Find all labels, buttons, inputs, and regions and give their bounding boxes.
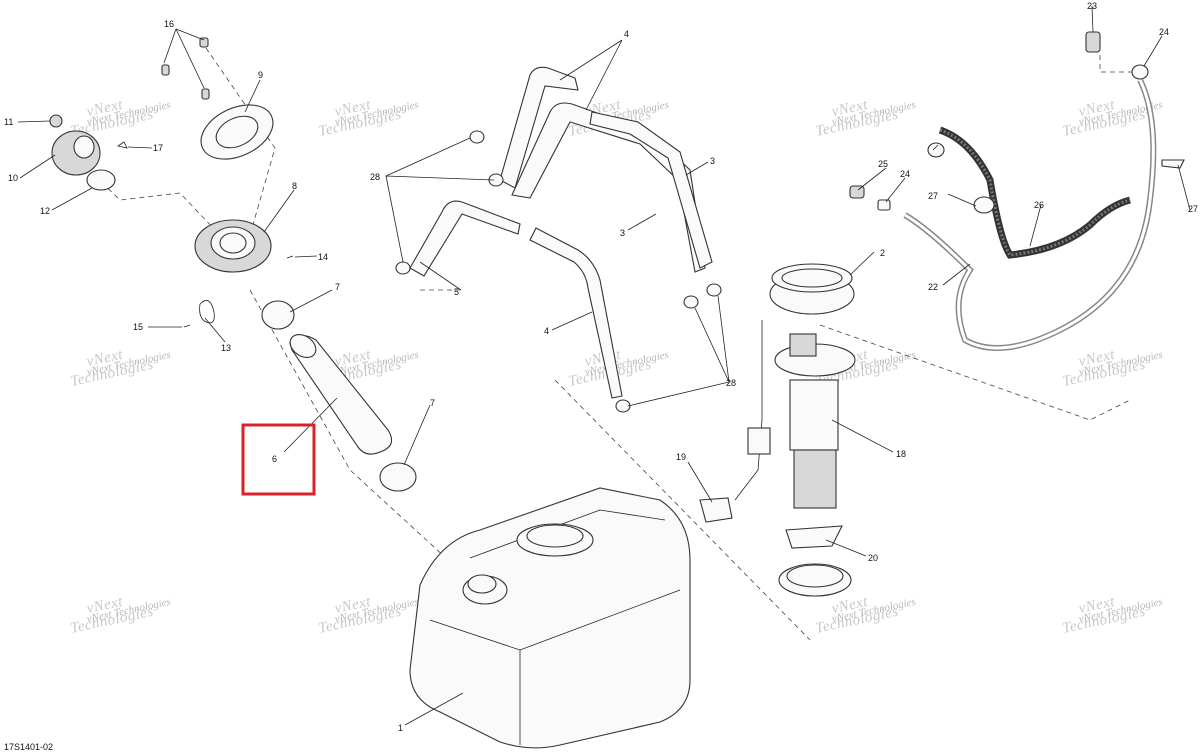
callout-label[interactable]: 20 [868, 553, 878, 563]
strap-part[interactable] [409, 200, 521, 277]
fuel-level-sensor-part[interactable] [699, 497, 733, 523]
o-ring-part[interactable] [86, 169, 116, 191]
callout-label[interactable]: 5 [454, 287, 459, 297]
callout-label[interactable]: 1 [398, 723, 403, 733]
watermark: vNext Technologies vNext Technologies [69, 347, 172, 390]
strap-clip-part[interactable] [706, 283, 722, 297]
callout-label[interactable]: 12 [40, 206, 50, 216]
watermark-text: vNext [85, 594, 124, 617]
fastener-part[interactable] [183, 324, 191, 328]
strap-part[interactable] [499, 66, 579, 189]
vent-hose-part[interactable] [904, 79, 1155, 350]
strap-part[interactable] [529, 227, 623, 399]
fuel-pump-assembly [699, 263, 856, 597]
strap-clip-part[interactable] [469, 130, 485, 144]
callout-label[interactable]: 24 [900, 169, 910, 179]
fuel-filler-assembly [49, 37, 417, 492]
leader-lines [17, 5, 1191, 726]
callout-label[interactable]: 17 [153, 143, 163, 153]
callout-label[interactable]: 27 [928, 191, 938, 201]
corrugated-hose-part[interactable] [939, 128, 1131, 257]
callout-label[interactable]: 28 [726, 378, 736, 388]
callout-label[interactable]: 10 [8, 173, 18, 183]
hose-clamp-part[interactable] [927, 142, 945, 158]
vent-hose-assembly [849, 31, 1185, 351]
watermark-text: vNext [333, 347, 372, 370]
fastener-part[interactable] [286, 255, 294, 259]
pump-seal-ring-part[interactable] [778, 563, 852, 597]
watermark: vNext Technologies vNext Technologies [814, 97, 917, 140]
callout-label[interactable]: 13 [221, 343, 231, 353]
watermark-text: vNext [1077, 347, 1116, 370]
check-valve-part[interactable] [1085, 31, 1101, 53]
callout-label[interactable]: 23 [1087, 1, 1097, 11]
strap-clip-part[interactable] [615, 399, 631, 413]
pump-gasket-part[interactable] [785, 525, 843, 549]
strap-clip-part[interactable] [395, 261, 411, 275]
fuel-tank-part[interactable] [409, 487, 691, 749]
flange-ring-part[interactable] [192, 94, 281, 170]
watermark-text: vNext [830, 594, 869, 617]
callout-label[interactable]: 8 [292, 181, 297, 191]
callout-label[interactable]: 7 [335, 282, 340, 292]
callout-label[interactable]: 4 [624, 29, 629, 39]
watermark-text: vNext [85, 97, 124, 120]
clip-part[interactable] [1161, 159, 1185, 169]
callout-label[interactable]: 28 [370, 172, 380, 182]
filler-neck-part[interactable] [194, 219, 272, 273]
fitting-part[interactable] [877, 199, 891, 211]
watermark: vNext Technologies vNext Technologies [69, 594, 172, 637]
hose-clamp-part[interactable] [973, 196, 995, 214]
callout-label[interactable]: 26 [1034, 200, 1044, 210]
callout-label[interactable]: 7 [430, 398, 435, 408]
watermark-text: vNext [1077, 97, 1116, 120]
screw-part[interactable] [161, 37, 210, 100]
clip-part[interactable] [116, 141, 128, 149]
watermark: vNext Technologies vNext Technologies [317, 97, 420, 140]
watermark-text: vNext [85, 347, 124, 370]
fuel-cap-part[interactable] [49, 114, 101, 176]
assembly-axis-lines [94, 47, 1140, 641]
callout-label[interactable]: 4 [544, 326, 549, 336]
hose-clamp-part[interactable] [1131, 64, 1149, 80]
callout-label[interactable]: 2 [880, 248, 885, 258]
strap-clip-part[interactable] [683, 295, 699, 309]
hose-clamp-part[interactable] [379, 462, 417, 492]
corrugated-hose-part[interactable] [938, 126, 1131, 259]
diagram-reference-code: 17S1401-02 [4, 742, 53, 752]
watermark: vNext Technologies vNext Technologies [1061, 594, 1164, 637]
watermark: vNext Technologies vNext Technologies [1061, 347, 1164, 390]
callout-label[interactable]: 19 [676, 452, 686, 462]
lock-ring-part[interactable] [769, 263, 855, 315]
watermark-text: vNext [333, 594, 372, 617]
callout-label[interactable]: 11 [4, 117, 13, 127]
watermark-text: vNext [333, 97, 372, 120]
watermark-text: vNext [1077, 594, 1116, 617]
tether-clamp-part[interactable] [199, 300, 215, 324]
strap-part[interactable] [589, 111, 713, 269]
callout-label[interactable]: 16 [164, 19, 174, 29]
callout-label[interactable]: 18 [896, 449, 906, 459]
callout-label[interactable]: 24 [1159, 27, 1169, 37]
callout-label[interactable]: 22 [928, 282, 938, 292]
callout-label[interactable]: 3 [620, 228, 625, 238]
callout-label[interactable]: 15 [133, 322, 143, 332]
fuel-pump-part[interactable] [734, 320, 856, 509]
watermark: vNext Technologies vNext Technologies [317, 594, 420, 637]
callout-label[interactable]: 3 [710, 156, 715, 166]
callout-label[interactable]: 27 [1188, 204, 1198, 214]
filler-hose-part[interactable] [286, 330, 393, 455]
hose-clamp-part[interactable] [261, 300, 295, 330]
callout-labels: 1 2 3 3 4 4 5 6 7 7 8 9 10 11 12 13 14 1… [4, 1, 1198, 733]
highlight-box [241, 423, 316, 496]
callout-label[interactable]: 25 [878, 159, 888, 169]
tank-straps [395, 66, 722, 413]
elbow-fitting-part[interactable] [849, 185, 865, 199]
callout-label[interactable]: 9 [258, 70, 263, 80]
watermark-text: vNext [830, 97, 869, 120]
callout-label[interactable]: 14 [318, 252, 328, 262]
callout-label[interactable]: 6 [272, 454, 277, 464]
